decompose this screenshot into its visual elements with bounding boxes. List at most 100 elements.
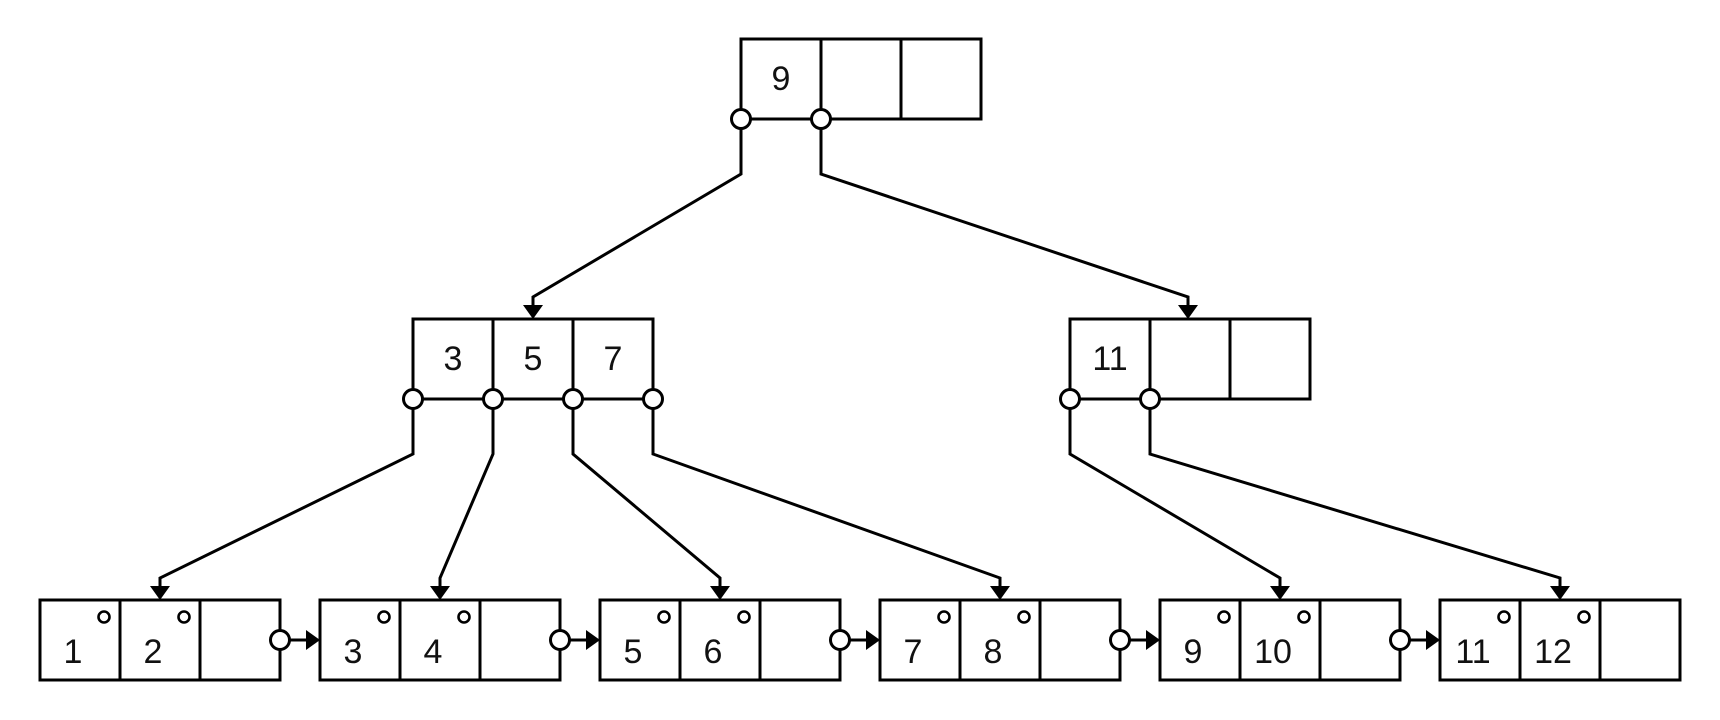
child-pointer-icon: [642, 388, 664, 410]
key-label: 8: [984, 633, 1003, 671]
key-label: 11: [1092, 340, 1127, 378]
arrowhead-icon: [710, 586, 730, 600]
arrowhead-icon: [1426, 630, 1440, 650]
record-pointer-icon: [657, 610, 671, 624]
next-leaf-pointer-icon: [829, 629, 851, 651]
child-pointer-icon: [730, 108, 752, 130]
arrowhead-icon: [866, 630, 880, 650]
record-pointer-icon: [457, 610, 471, 624]
edge-line: [438, 399, 495, 587]
edge-line: [531, 119, 743, 306]
child-edge: [819, 119, 1198, 319]
record-pointer-icon: [1017, 610, 1031, 624]
key-label: 2: [144, 633, 163, 671]
child-edge: [651, 399, 1010, 600]
key-label: 7: [904, 633, 923, 671]
child-pointer-icon: [1059, 388, 1081, 410]
next-leaf-pointer-icon: [269, 629, 291, 651]
internal-node-left: 3 5 7: [411, 317, 655, 401]
key-label: 4: [424, 633, 443, 671]
key-label: 5: [624, 633, 643, 671]
child-pointer-icon: [402, 388, 424, 410]
record-pointer-icon: [937, 610, 951, 624]
root-node: 9: [739, 37, 983, 121]
child-edge: [523, 119, 743, 319]
key-label: 11: [1455, 633, 1490, 671]
key-cell: [411, 317, 495, 401]
record-pointer-icon: [1497, 610, 1511, 624]
key-cell: [739, 37, 823, 121]
key-label: 6: [704, 633, 723, 671]
key-label: 3: [344, 633, 363, 671]
key-label: 3: [444, 340, 463, 378]
child-edge: [1148, 399, 1570, 600]
arrowhead-icon: [586, 630, 600, 650]
key-cell: [1038, 598, 1122, 682]
arrowhead-icon: [523, 305, 543, 319]
child-edge: [150, 399, 415, 600]
key-label: 5: [524, 340, 543, 378]
edge-line: [571, 399, 722, 587]
child-edge: [430, 399, 495, 600]
key-cell: [571, 317, 655, 401]
arrowhead-icon: [306, 630, 320, 650]
child-pointer-icon: [562, 388, 584, 410]
record-pointer-icon: [97, 610, 111, 624]
arrowhead-icon: [1550, 586, 1570, 600]
arrowhead-icon: [1146, 630, 1160, 650]
record-pointer-icon: [737, 610, 751, 624]
edge-line: [1068, 399, 1282, 587]
key-cell: [899, 37, 983, 121]
key-cell: [1228, 317, 1312, 401]
record-pointer-icon: [1297, 610, 1311, 624]
key-label: 12: [1534, 633, 1572, 671]
arrowhead-icon: [430, 586, 450, 600]
key-label: 1: [64, 633, 83, 671]
next-leaf-pointer-icon: [549, 629, 571, 651]
key-label: 9: [772, 60, 791, 98]
key-label: 9: [1184, 633, 1203, 671]
key-cell: [491, 317, 575, 401]
key-cell: [1318, 598, 1402, 682]
record-pointer-icon: [1577, 610, 1591, 624]
edge-line: [1148, 399, 1562, 587]
child-pointer-icon: [810, 108, 832, 130]
next-leaf-pointer-icon: [1109, 629, 1131, 651]
record-pointer-icon: [1217, 610, 1231, 624]
next-leaf-pointer-icon: [1389, 629, 1411, 651]
key-cell: [198, 598, 282, 682]
key-label: 10: [1254, 633, 1292, 671]
child-edge: [571, 399, 730, 600]
key-cell: [1068, 317, 1152, 401]
key-cell: [1148, 317, 1232, 401]
key-cell: [819, 37, 903, 121]
arrowhead-icon: [1270, 586, 1290, 600]
child-pointer-icon: [1139, 388, 1161, 410]
pointer-markers-layer: [269, 108, 1411, 651]
arrowhead-icon: [990, 586, 1010, 600]
child-pointer-icon: [482, 388, 504, 410]
edges-layer: [150, 119, 1570, 650]
arrowhead-icon: [150, 586, 170, 600]
key-cell: [1598, 598, 1682, 682]
child-edge: [1068, 399, 1290, 600]
key-cell: [758, 598, 842, 682]
arrowhead-icon: [1178, 305, 1198, 319]
key-cell: [398, 598, 482, 682]
leaf-node: 9 10: [1158, 598, 1402, 682]
key-label: 7: [604, 340, 623, 378]
key-cell: [1158, 598, 1242, 682]
key-cell: [478, 598, 562, 682]
edge-line: [651, 399, 1002, 587]
edge-line: [819, 119, 1190, 306]
record-pointer-icon: [177, 610, 191, 624]
edge-line: [158, 399, 415, 587]
leaf-node: 11 12: [1438, 598, 1682, 682]
record-pointer-icon: [377, 610, 391, 624]
